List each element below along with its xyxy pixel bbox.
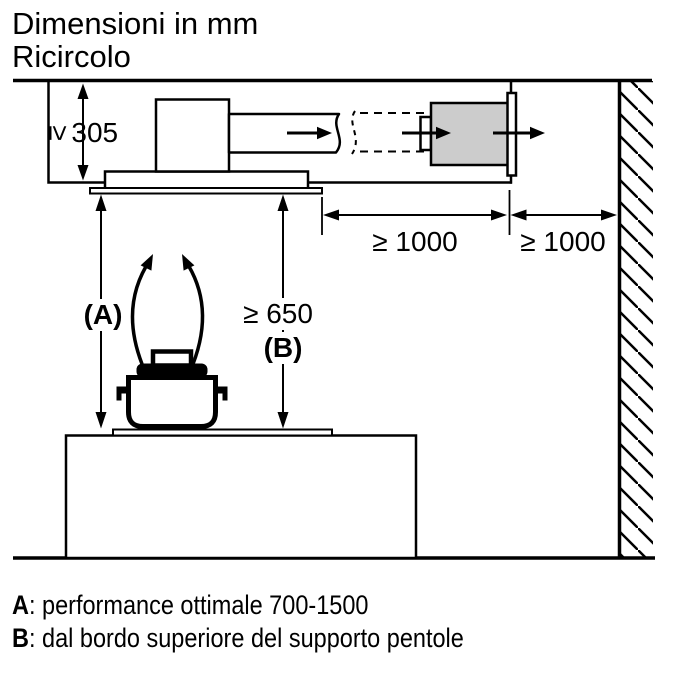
footnote-b-key: B — [12, 623, 29, 653]
pot-handle-left — [116, 386, 129, 401]
steam-arrows — [130, 254, 205, 365]
dimension-label-1000-wall: ≥ 1000 — [520, 226, 606, 257]
wall-hatch — [621, 81, 653, 559]
footnotes: A: performance ottimale 700-1500 B: dal … — [12, 589, 464, 655]
dimension-label-a: (A) — [80, 299, 126, 331]
hood-motor-body — [154, 98, 231, 173]
footnote-b: B: dal bordo superiore del supporto pent… — [12, 622, 464, 655]
pot-lid — [136, 363, 208, 378]
dimension-1000-module — [323, 209, 507, 221]
dimension-305 — [77, 83, 89, 181]
hood-canopy — [103, 170, 310, 190]
dimension-label-305: ≥ 305 — [44, 117, 119, 149]
dimension-1000-wall — [510, 209, 617, 221]
dimension-label-650: ≥ 650 — [234, 298, 322, 330]
pot-body — [126, 375, 218, 429]
footnote-a-key: A — [12, 590, 29, 620]
counter — [64, 434, 418, 560]
airflow-arrowhead — [317, 126, 332, 140]
footnote-a: A: performance ottimale 700-1500 — [12, 589, 464, 622]
footnote-b-text: : dal bordo superiore del supporto pento… — [28, 623, 464, 653]
pot-lid-knob — [150, 349, 194, 368]
pot-handle-right — [215, 386, 228, 401]
footnote-a-text: : performance ottimale 700-1500 — [28, 590, 369, 620]
dimension-label-b: (B) — [258, 332, 308, 364]
cooktop — [112, 428, 333, 437]
dimension-label-1000-module: ≥ 1000 — [372, 226, 458, 257]
mode-subtitle: Ricircolo — [12, 39, 131, 74]
steam-arrowhead — [182, 254, 195, 271]
dimension-value-305: 305 — [71, 117, 119, 148]
duct — [227, 112, 342, 154]
steam-arrowhead — [140, 254, 153, 271]
page-title: Dimensioni in mm — [12, 6, 259, 41]
pot — [116, 349, 228, 429]
greater-equal-rotated-symbol: ≥ — [43, 125, 75, 141]
duct-break-dashed — [351, 110, 424, 155]
airflow-arrowhead — [436, 126, 451, 140]
airflow-arrowhead — [530, 126, 545, 140]
airflow-arrows — [287, 126, 545, 140]
hood-glass-panel — [89, 187, 323, 195]
